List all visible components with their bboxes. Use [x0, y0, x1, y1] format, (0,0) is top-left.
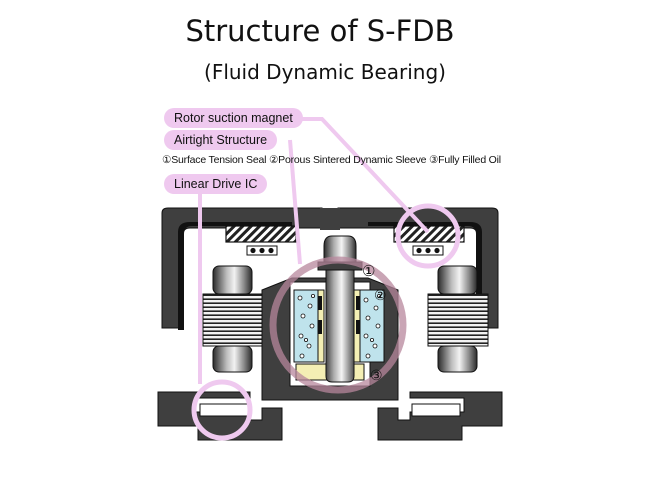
legend-line: ①Surface Tension Seal ②Porous Sintered D… — [162, 154, 501, 166]
rotor-cylinder-right-bottom — [437, 345, 478, 373]
leader-line-airtight — [288, 139, 302, 265]
sleeve-pores — [297, 293, 381, 359]
rotor-cap-top — [320, 208, 340, 230]
stator-coil-left — [202, 293, 264, 347]
base-pad-left — [199, 403, 249, 417]
shaft — [323, 235, 357, 383]
rotor-cylinder-left — [212, 265, 253, 295]
page-title: Structure of S-FDB — [185, 14, 455, 48]
leader-line-rotor-magnet — [302, 117, 430, 234]
page-subtitle: (Fluid Dynamic Bearing) — [204, 60, 446, 84]
highlight-ring-linear-drive — [191, 379, 253, 441]
sleeve-grooves — [318, 296, 360, 334]
rotor-cylinder-right — [437, 265, 478, 295]
label-rotor-suction-magnet: Rotor suction magnet — [164, 108, 303, 128]
sensor-left — [246, 245, 278, 256]
stator-coil-right — [427, 293, 489, 347]
rotor-magnet-right — [393, 225, 465, 243]
highlight-ring-airtight — [269, 256, 407, 394]
rotor-cylinder-left-bottom — [212, 345, 253, 373]
sensor-right — [412, 245, 444, 256]
label-linear-drive-ic: Linear Drive IC — [164, 174, 268, 194]
marker-2: ② — [374, 287, 387, 303]
base-pad-right — [411, 403, 461, 417]
marker-3: ③ — [370, 367, 383, 383]
marker-1: ① — [362, 263, 375, 280]
label-airtight-structure: Airtight Structure — [164, 130, 278, 150]
highlight-ring-rotor-magnet — [395, 203, 461, 269]
rotor-magnet-left — [225, 225, 297, 243]
